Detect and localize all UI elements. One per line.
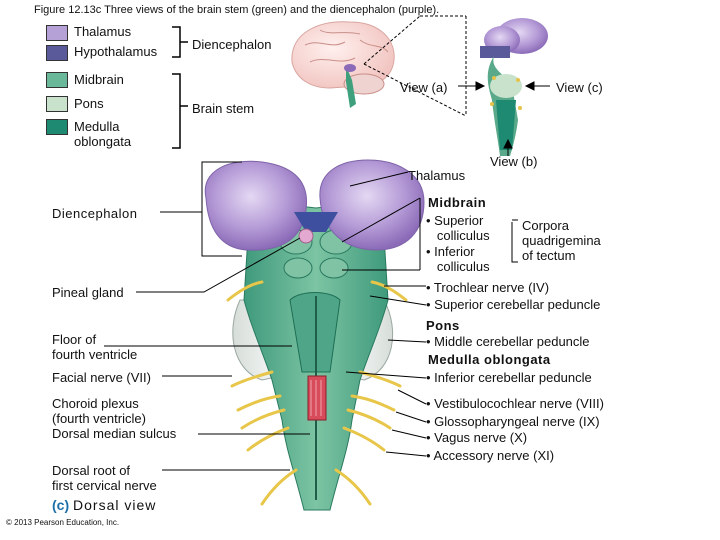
- label-inferior-colliculus: • Inferior colliculus: [426, 244, 490, 274]
- label-pons: Pons: [426, 318, 460, 333]
- left-leaders: [104, 161, 310, 471]
- label-midbrain: Midbrain: [428, 195, 487, 210]
- label-vestibulocochlear-nerve: • Vestibulocochlear nerve (VIII): [426, 396, 604, 411]
- dorsal-view: [204, 159, 425, 511]
- label-vagus-nerve: • Vagus nerve (X): [426, 430, 528, 445]
- caption-text: Dorsal view: [73, 497, 157, 513]
- label-choroid-plexus: Choroid plexus (fourth ventricle) Dorsal…: [52, 396, 177, 441]
- right-leaders: [341, 171, 518, 457]
- caption-letter: (c): [52, 497, 70, 513]
- label-corpora-quadrigemina: Corpora quadrigemina of tectum: [522, 218, 601, 263]
- label-pineal-gland: Pineal gland: [52, 285, 124, 300]
- swatch-hypothalamus: [46, 45, 68, 61]
- swatch-pons: [46, 96, 68, 112]
- view-b-label: View (b): [490, 154, 538, 169]
- legend-medulla: Medulla oblongata: [74, 119, 132, 149]
- swatch-medulla: [46, 119, 68, 135]
- legend-brackets: [172, 26, 188, 149]
- bracket-brainstem: [172, 73, 181, 149]
- view-lines: [363, 15, 550, 156]
- label-accessory-nerve: • Accessory nerve (XI): [426, 448, 555, 463]
- label-superior-cerebellar-peduncle: • Superior cerebellar peduncle: [426, 297, 601, 312]
- legend-thalamus: Thalamus: [74, 24, 132, 39]
- legend-pons: Pons: [74, 96, 104, 111]
- label-facial-nerve: Facial nerve (VII): [52, 370, 151, 385]
- label-middle-cerebellar-peduncle: • Middle cerebellar peduncle: [426, 334, 590, 349]
- label-superior-colliculus: • Superior colliculus: [426, 213, 490, 243]
- caption: (c) Dorsal view: [52, 497, 156, 513]
- small-brain: [291, 21, 395, 108]
- label-medulla-oblongata: Medulla oblongata: [428, 352, 551, 367]
- label-glossopharyngeal-nerve: • Glossopharyngeal nerve (IX): [426, 414, 600, 429]
- label-thalamus: Thalamus: [408, 168, 466, 183]
- swatch-thalamus: [46, 25, 68, 41]
- small-brainstem: [480, 18, 548, 156]
- view-c-label: View (c): [556, 80, 603, 95]
- bracket-diencephalon: [172, 26, 181, 58]
- label-inferior-cerebellar-peduncle: • Inferior cerebellar peduncle: [426, 370, 592, 385]
- label-trochlear-nerve: • Trochlear nerve (IV): [426, 280, 550, 295]
- label-diencephalon: Diencephalon: [52, 206, 138, 221]
- group-diencephalon: Diencephalon: [192, 37, 272, 52]
- label-floor-fourth-ventricle: Floor of fourth ventricle: [52, 332, 138, 362]
- swatch-midbrain: [46, 72, 68, 88]
- copyright: © 2013 Pearson Education, Inc.: [6, 518, 120, 527]
- cranial-nerves: [226, 280, 408, 506]
- group-brainstem: Brain stem: [192, 101, 255, 116]
- legend-midbrain: Midbrain: [74, 72, 124, 87]
- legend-hypothalamus: Hypothalamus: [74, 44, 158, 59]
- figure-title: Figure 12.13c Three views of the brain s…: [34, 4, 440, 16]
- label-dorsal-root: Dorsal root of first cervical nerve: [52, 463, 157, 493]
- view-a-label: View (a): [400, 80, 448, 95]
